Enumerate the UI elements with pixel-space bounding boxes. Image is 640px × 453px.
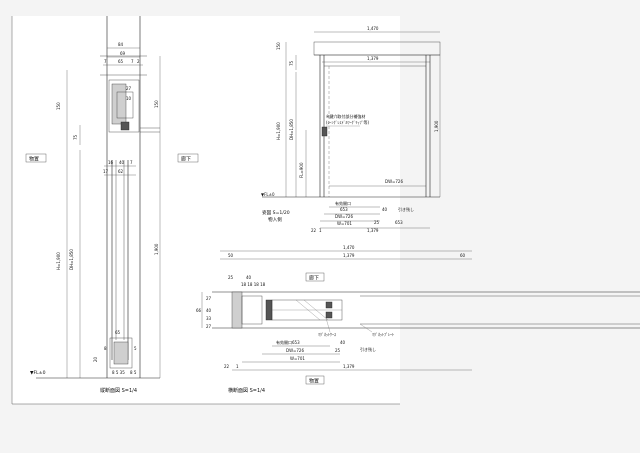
vsec-dim-5: 5 [134,346,137,351]
hsec-dim-50: 50 [228,253,234,258]
hsec-dim-40b: 40 [206,308,212,313]
elev-dim-w701: W=701 [337,221,352,226]
elev-note-2: (ｼｰﾝｸﾞﾚｽﾄﾞﾙﾜｰｸﾞﾘｯﾌﾟ等) [326,119,370,125]
elev-dim-fl900: FL=900 [299,162,304,178]
vsec-dim-75: 75 [73,134,78,140]
vsec-dim-17: 17 [103,169,109,174]
elev-dim-150: 150 [276,42,281,50]
hsec-dim-22: 22 [224,364,230,369]
vsec-dim-2: 2 [137,59,140,64]
hsec-width-total: 1,470 [343,245,355,250]
vsec-title: 縦断面図 S=1/4 [100,387,137,394]
elev-opening: 有効開口 [335,200,351,206]
hsec-dim-1: 1 [236,364,239,369]
hsec-dim-dw: DW=726 [286,348,304,353]
vsec-bottom-dims-a: 8 5 35 [112,370,125,375]
elev-dim-1: 1 [319,228,322,233]
vsec-dim-40: 40 [119,160,125,165]
hsec-pull: 引き残し [360,346,376,352]
vsec-dim-dh1850: DH=1,850 [69,249,74,270]
hsec-dim-w701: W=701 [290,356,305,361]
elev-dim-dh1850: DH=1,850 [289,119,294,140]
vsec-dim-7c: 7 [130,160,133,165]
vsec-label-rouka: 廊下 [181,156,191,163]
elev-title: 姿図 S=1/20 [262,209,290,216]
hsec-dim-25b: 25 [335,348,341,353]
vsec-dim-10: 10 [126,96,132,101]
hsec-width-inner: 1,379 [343,253,355,258]
hsec-dim-60: 60 [460,253,466,258]
vsec-dim-27: 27 [126,86,132,91]
hsec-dim-27b: 27 [206,324,212,329]
vsec-dim-7b: 7 [131,59,134,64]
hsec-dim-40: 40 [246,275,252,280]
hsec-label-monooki: 物置 [309,378,319,385]
vsec-dim-150-left: 150 [56,102,61,110]
hsec-dim-33: 33 [206,316,212,321]
elev-note-1: ※鍵穴取付部分補強材 [326,113,365,119]
horizontal-section: 1,470 50 1,379 60 廊下 25 40 18 18 18 18 2… [196,245,640,394]
elev-dim-1379: 1,379 [367,228,379,233]
vsec-floor-label: ▼FL±0 [30,370,46,376]
hsec-title: 横断面図 S=1/4 [228,387,265,394]
elev-width-inner: 1,379 [367,56,379,61]
elev-dim-1900: 1,900 [434,120,439,132]
hsec-label-magnet-case: ﾏｸﾞﾈｯﾄｹｰｽ [318,331,336,337]
elev-dw-label: DW=726 [385,179,403,184]
elev-width-total: 1,470 [367,26,379,31]
elev-opening-val: 653 [340,207,348,212]
elev-dim-22: 22 [311,228,317,233]
hsec-dim-66: 66 [196,308,202,313]
elev-sub: 物入側 [268,216,282,223]
elev-dim-h1900: H=1,900 [276,122,281,140]
hsec-dim-27a: 27 [206,296,212,301]
sheet-border [12,16,400,404]
hsec-dim-18-set: 18 18 18 18 [241,282,266,287]
elev-lock [321,126,328,137]
hsec-opening: 有効開口653 [276,339,300,345]
elev-pull: 引き残し [398,206,414,212]
vsec-dim-16: 16 [108,160,114,165]
vsec-bottom-dims-b: 8 5 [130,370,137,375]
vsec-dim-62: 62 [118,169,124,174]
hsec-dim-1379b: 1,379 [343,364,355,369]
elev-dim-dw: DW=726 [335,214,353,219]
elev-dim-25: 25 [374,220,380,225]
vsec-dim-8: 8 [104,346,107,351]
vsec-dim-h1900: H=1,900 [56,252,61,270]
hsec-label-rouka: 廊下 [309,275,319,282]
elevation-view: 1,470 1,379 150 75 H=1,900 DH=1,850 FL=9… [261,26,441,233]
hsec-label-magnet-plate: ﾏｸﾞﾈｯﾄﾌﾟﾚｰﾄ [372,331,394,337]
vsec-label-monooki: 物置 [29,156,39,163]
vsec-dim-7a: 7 [104,59,107,64]
elev-pull-val: 40 [382,207,388,212]
hsec-dim-25: 25 [228,275,234,280]
hsec-pull-val: 40 [340,340,346,345]
vsec-dim-1900-right: 1,900 [154,243,159,255]
vsec-dim-69: 69 [120,51,126,56]
vertical-section: 84 69 7 65 7 2 27 10 150 75 H=1,900 DH=1… [25,16,199,394]
elev-dim-653: 653 [395,220,403,225]
vsec-dim-65b: 65 [115,330,121,335]
vsec-dim-65: 65 [118,59,124,64]
elev-dim-75: 75 [289,60,294,66]
vsec-dim-20: 20 [93,356,98,362]
elev-floor: ▼FL±0 [261,192,275,197]
vsec-dim-150-right: 150 [154,100,159,108]
vsec-dim-84: 84 [118,42,124,47]
